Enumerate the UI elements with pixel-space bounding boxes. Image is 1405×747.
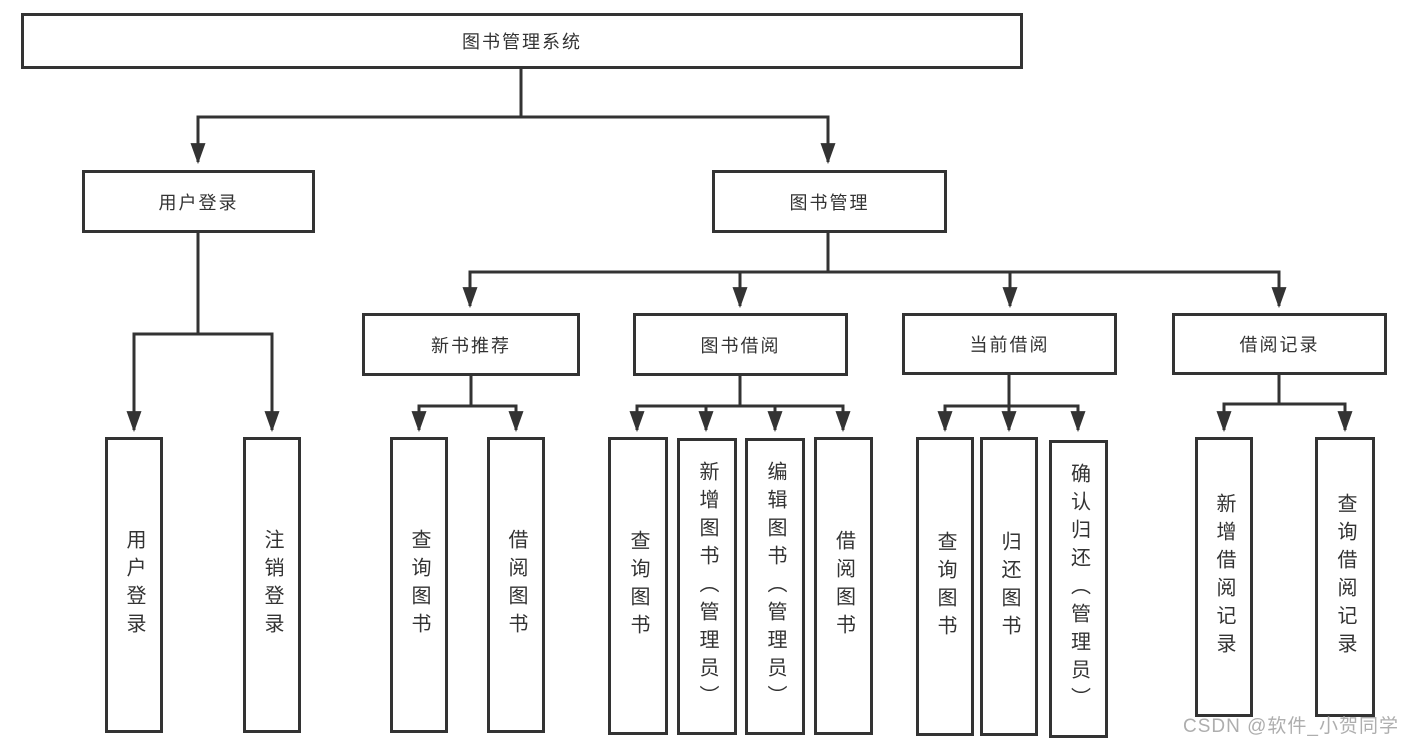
node-borrow-record: 借阅记录 (1172, 313, 1387, 375)
node-book-borrow: 图书借阅 (633, 313, 848, 376)
node-book-borrow-label: 图书借阅 (700, 335, 781, 356)
csdn-watermark: CSDN @软件_小贺同学 (1183, 716, 1399, 737)
leaf-bb-query-books-label: 查询图书 (627, 530, 649, 642)
leaf-bb-borrow-books-label: 借阅图书 (832, 530, 855, 642)
node-user-login: 用户登录 (82, 170, 315, 233)
leaf-logout: 注销登录 (243, 437, 301, 733)
leaf-nbr-borrow-books: 借阅图书 (487, 437, 545, 733)
node-user-login-label: 用户登录 (158, 192, 239, 213)
leaf-cb-confirm-return-label: 确认归还（管理员） (1067, 463, 1090, 715)
leaf-bb-add-books: 新增图书（管理员） (677, 438, 737, 735)
node-current-borrow: 当前借阅 (902, 313, 1117, 375)
leaf-br-add-record-label: 新增借阅记录 (1213, 493, 1235, 661)
node-root: 图书管理系统 (21, 13, 1023, 69)
node-book-mgmt: 图书管理 (712, 170, 947, 233)
node-current-borrow-label: 当前借阅 (969, 335, 1050, 355)
leaf-bb-add-books-label: 新增图书（管理员） (696, 460, 718, 713)
leaf-bb-borrow-books: 借阅图书 (814, 437, 873, 735)
leaf-nbr-query-books-label: 查询图书 (408, 529, 430, 641)
leaf-cb-query-books-label: 查询图书 (934, 530, 956, 643)
leaf-cb-confirm-return: 确认归还（管理员） (1049, 440, 1108, 738)
leaf-user-login-label: 用户登录 (123, 529, 145, 641)
node-borrow-record-label: 借阅记录 (1239, 335, 1320, 355)
node-new-book-rec: 新书推荐 (362, 313, 580, 376)
node-new-book-rec-label: 新书推荐 (431, 335, 511, 356)
leaf-br-query-record-label: 查询借阅记录 (1334, 493, 1356, 661)
leaf-br-query-record: 查询借阅记录 (1315, 437, 1375, 717)
node-book-mgmt-label: 图书管理 (789, 192, 870, 213)
leaf-br-add-record: 新增借阅记录 (1195, 437, 1253, 717)
leaf-bb-edit-books-label: 编辑图书（管理员） (764, 460, 786, 713)
leaf-logout-label: 注销登录 (261, 529, 283, 641)
leaf-bb-query-books: 查询图书 (608, 437, 668, 735)
leaf-nbr-query-books: 查询图书 (390, 437, 448, 733)
leaf-bb-edit-books: 编辑图书（管理员） (745, 438, 805, 735)
node-root-label: 图书管理系统 (462, 32, 582, 52)
leaf-cb-return-books-label: 归还图书 (998, 530, 1020, 643)
leaf-cb-return-books: 归还图书 (980, 437, 1038, 736)
leaf-cb-query-books: 查询图书 (916, 437, 974, 736)
leaf-nbr-borrow-books-label: 借阅图书 (505, 529, 527, 641)
leaf-user-login: 用户登录 (105, 437, 163, 733)
